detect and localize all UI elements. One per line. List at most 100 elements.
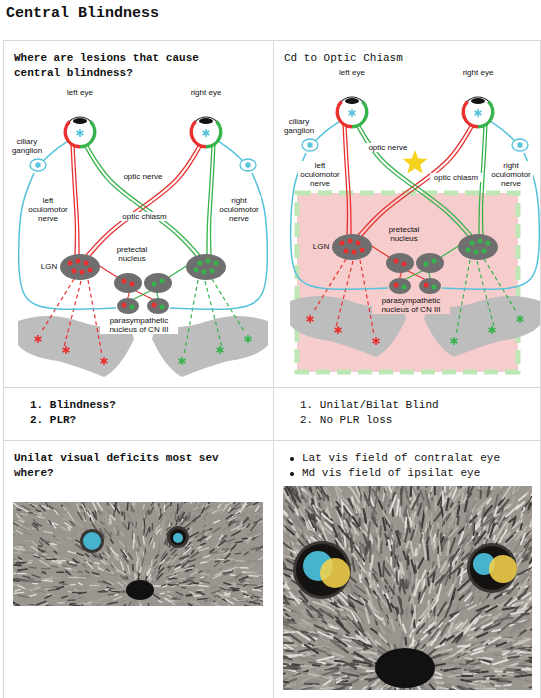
fur-strand xyxy=(42,553,46,555)
fur-strand xyxy=(70,561,75,563)
fur-strand xyxy=(502,690,516,691)
optic-radiation xyxy=(456,260,470,335)
fur-strand xyxy=(256,551,263,552)
fur-strand xyxy=(458,604,474,611)
fur-strand xyxy=(38,549,43,552)
fur-strand xyxy=(138,552,140,558)
fur-strand xyxy=(180,584,190,586)
fur-strand xyxy=(241,580,245,582)
parasympathetic-nucleus xyxy=(117,298,139,314)
fur-strand xyxy=(68,551,76,553)
fur-strand xyxy=(161,526,163,534)
fur-strand xyxy=(78,502,80,506)
fur-strand xyxy=(192,550,194,554)
fur-strand xyxy=(121,532,124,535)
fur-strand xyxy=(92,564,95,567)
fur xyxy=(283,486,532,690)
fur-strand xyxy=(378,621,390,632)
short-ciliary-nerve xyxy=(218,141,243,161)
asterisk-symbol xyxy=(307,315,314,323)
fur-strand xyxy=(456,605,459,611)
fur-strand xyxy=(78,512,82,519)
asterisk-symbol xyxy=(517,142,522,148)
fur-strand xyxy=(153,543,154,548)
fur-strand xyxy=(449,528,458,537)
fur-strand xyxy=(60,582,64,583)
fur-strand xyxy=(343,503,353,517)
pretectal-branch xyxy=(438,245,460,259)
fur-strand xyxy=(93,602,102,603)
fur-strand xyxy=(23,576,29,578)
fur-strand xyxy=(135,574,137,578)
fur-strand xyxy=(430,600,433,613)
fur-strand xyxy=(201,573,209,575)
fur-strand xyxy=(207,509,214,512)
fur-strand xyxy=(219,550,224,552)
fur-strand xyxy=(75,521,82,527)
fur-strand xyxy=(158,601,161,602)
fur-strand xyxy=(213,558,219,559)
fur-strand xyxy=(37,591,46,593)
fur-strand xyxy=(13,562,14,565)
fur-strand xyxy=(13,530,14,532)
fur-strand xyxy=(232,585,236,587)
fur-strand xyxy=(300,524,306,540)
fur-strand xyxy=(67,562,76,566)
fur-strand xyxy=(56,556,60,558)
fur-strand xyxy=(221,539,224,542)
ciliary-ganglion xyxy=(512,139,528,151)
fur-strand xyxy=(152,563,160,569)
fur-strand xyxy=(163,516,165,525)
fur-strand xyxy=(78,571,81,573)
fur-strand xyxy=(220,504,225,513)
fur-strand xyxy=(63,558,72,560)
fur-strand xyxy=(303,653,315,656)
fur-strand xyxy=(58,602,64,604)
fur-strand xyxy=(146,528,149,536)
fur-strand xyxy=(70,597,74,600)
fur-strand xyxy=(131,506,134,512)
fur-strand xyxy=(148,603,149,606)
fur-strand xyxy=(66,572,71,575)
parasympathetic-nucleus xyxy=(147,298,169,314)
fur-strand xyxy=(149,578,151,582)
neuron-dot xyxy=(340,241,345,246)
fur-strand xyxy=(222,548,228,550)
fur-strand xyxy=(235,574,241,578)
fur-strand xyxy=(136,562,138,570)
fur-strand xyxy=(29,560,33,562)
fur-strand xyxy=(143,526,145,534)
optic-radiation xyxy=(64,281,81,347)
fur-strand xyxy=(117,502,118,504)
fur-strand xyxy=(176,592,183,595)
fur-strand xyxy=(204,556,210,558)
fur-strand xyxy=(472,631,479,635)
dog-photo xyxy=(283,486,532,690)
fur-strand xyxy=(530,512,532,526)
asterisk-symbol xyxy=(307,142,312,148)
fur-strand xyxy=(240,567,248,569)
fur-strand xyxy=(176,504,178,514)
fur-strand xyxy=(45,592,52,594)
fur-strand xyxy=(93,502,97,511)
fur-strand xyxy=(238,525,243,530)
fur-strand xyxy=(203,513,208,519)
fur-strand xyxy=(38,516,45,518)
fur-strand xyxy=(213,528,220,532)
fur-strand xyxy=(217,593,223,596)
ciliary-ganglion xyxy=(240,159,256,171)
fur-strand xyxy=(393,541,396,555)
fur-strand xyxy=(30,504,34,506)
fur-strand xyxy=(93,604,100,606)
fur-strand xyxy=(470,669,479,672)
fur-strand xyxy=(143,569,146,575)
fur-strand xyxy=(256,519,261,523)
fur-strand xyxy=(118,582,123,586)
fur-strand xyxy=(237,584,242,586)
fur-strand xyxy=(108,510,115,518)
fur-strand xyxy=(251,506,255,508)
fur-strand xyxy=(202,527,207,530)
fur-strand xyxy=(525,680,532,685)
fur-strand xyxy=(198,598,208,600)
